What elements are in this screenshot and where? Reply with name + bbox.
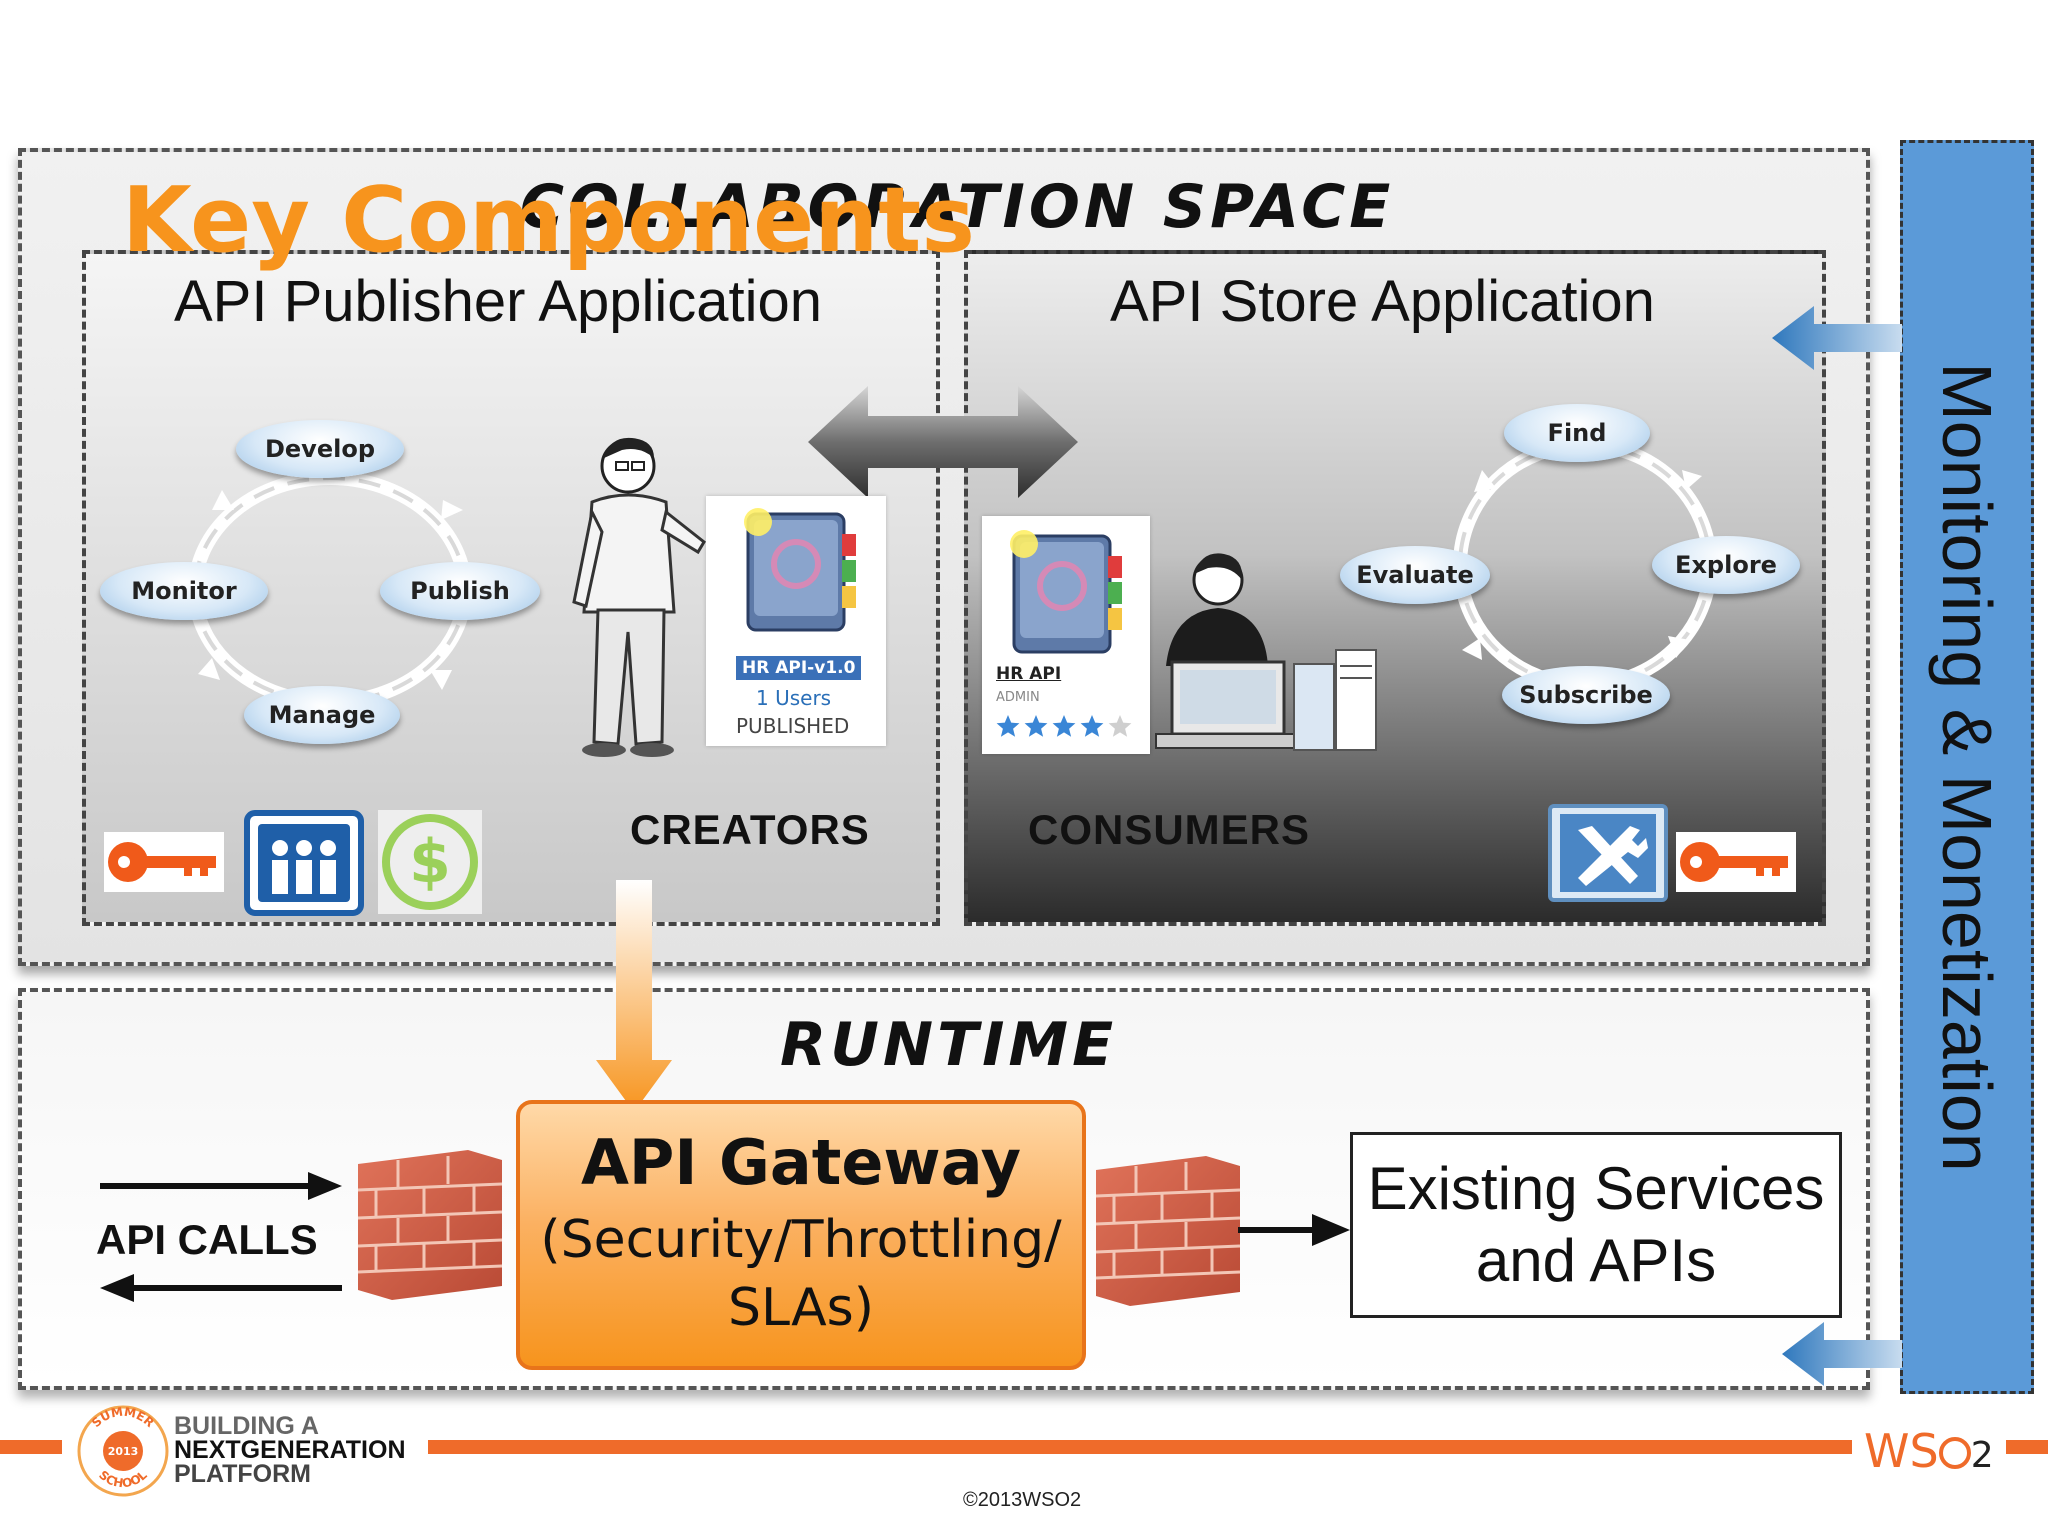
wso2-logo: WS 2 <box>1864 1424 1994 1478</box>
star-filled-icon <box>1080 715 1104 737</box>
star-filled-icon <box>1052 715 1076 737</box>
footer-bar-right <box>2006 1440 2048 1454</box>
monitoring-monetization-bar: Monitoring & Monetization <box>1900 140 2034 1394</box>
cycle-step-find: Find <box>1504 404 1650 462</box>
badge-bottom-text: SCHOOL <box>96 1468 150 1491</box>
collaboration-space-label: COLLABORATION SPACE <box>520 172 1395 242</box>
users-icon <box>244 810 364 916</box>
api-status: PUBLISHED <box>736 714 850 738</box>
api-book-icon <box>1010 530 1122 654</box>
existing-services-box: Existing Services and APIs <box>1350 1132 1842 1318</box>
footer-bar-left <box>0 1440 62 1454</box>
store-title: API Store Application <box>1110 269 1655 334</box>
badge-year-text: 2013 <box>108 1445 139 1458</box>
cycle-step-explore: Explore <box>1652 536 1800 594</box>
api-users-count: 1 Users <box>756 686 832 710</box>
footer-brand-line3: PLATFORM <box>174 1460 312 1488</box>
store-api-owner: ADMIN <box>996 690 1040 705</box>
cycle-step-publish: Publish <box>380 562 540 620</box>
creators-label: CREATORS <box>630 806 870 853</box>
star-empty-icon <box>1108 715 1132 737</box>
api-gateway-subtitle-line2: SLAs) <box>727 1278 875 1338</box>
cycle-step-subscribe: Subscribe <box>1502 666 1670 724</box>
published-api-card: HR API-v1.0 1 Users PUBLISHED <box>706 496 886 746</box>
wso2-logo-main: WS <box>1864 1424 1939 1478</box>
api-calls-arrows-icon <box>100 1172 342 1302</box>
summer-school-badge-icon: SUMMER SCHOOL 2013 <box>77 1405 169 1497</box>
api-gateway-box: API Gateway (Security/Throttling/ SLAs) <box>516 1100 1086 1370</box>
firewall-right-icon <box>1095 1156 1241 1306</box>
copyright-text: ©2013WSO2 <box>963 1489 1082 1511</box>
blue-arrow-runtime-icon <box>1782 1322 1902 1386</box>
api-name-badge: HR API-v1.0 <box>736 656 862 680</box>
footer-brand: BUILDING A NEXTGENERATION PLATFORM <box>174 1412 406 1488</box>
consumers-label: CONSUMERS <box>1028 806 1311 853</box>
footer-bar-middle <box>428 1440 1852 1454</box>
key-icon <box>1676 832 1796 892</box>
api-calls-label: API CALLS <box>96 1216 318 1263</box>
cycle-step-manage: Manage <box>244 686 400 744</box>
slide-title: Key Components <box>122 168 975 273</box>
cycle-step-develop: Develop <box>236 420 404 478</box>
firewall-left-icon <box>357 1150 503 1300</box>
api-book-icon <box>744 508 856 632</box>
star-filled-icon <box>1024 715 1048 737</box>
runtime-label: RUNTIME <box>780 1010 1118 1080</box>
footer-brand-line2: NEXTGENERATION <box>174 1436 406 1464</box>
dollar-icon: $ <box>378 810 482 914</box>
existing-services-line2: and APIs <box>1475 1227 1717 1294</box>
consumer-person-icon <box>1155 553 1377 751</box>
wso2-logo-sub: 2 <box>1970 1435 1994 1476</box>
api-gateway-subtitle: (Security/Throttling/ SLAs) <box>520 1206 1082 1342</box>
svg-text:SCHOOL: SCHOOL <box>96 1468 150 1491</box>
api-gateway-title: API Gateway <box>580 1126 1022 1199</box>
star-filled-icon <box>996 715 1020 737</box>
creator-person-icon <box>572 437 706 757</box>
arrow-to-services-icon <box>1238 1214 1350 1246</box>
svg-text:$: $ <box>409 827 451 897</box>
key-icon <box>104 832 224 892</box>
monitoring-monetization-label: Monitoring & Monetization <box>1928 362 2006 1172</box>
cycle-step-evaluate: Evaluate <box>1340 546 1490 604</box>
store-api-name: HR API <box>996 664 1062 684</box>
store-api-card: HR API ADMIN <box>982 516 1150 754</box>
cycle-step-monitor: Monitor <box>100 562 268 620</box>
bidirectional-arrow-icon <box>808 386 1078 498</box>
footer-brand-line1: BUILDING A <box>174 1412 319 1440</box>
rating-stars <box>996 715 1132 737</box>
existing-services-line1: Existing Services <box>1367 1155 1825 1222</box>
blue-arrow-store-icon <box>1772 306 1902 370</box>
api-gateway-subtitle-line1: (Security/Throttling/ <box>540 1210 1062 1270</box>
orange-down-arrow-icon <box>596 880 672 1112</box>
tools-icon <box>1548 804 1668 902</box>
wso2-logo-o <box>1938 1437 1971 1469</box>
publisher-title: API Publisher Application <box>174 269 823 334</box>
